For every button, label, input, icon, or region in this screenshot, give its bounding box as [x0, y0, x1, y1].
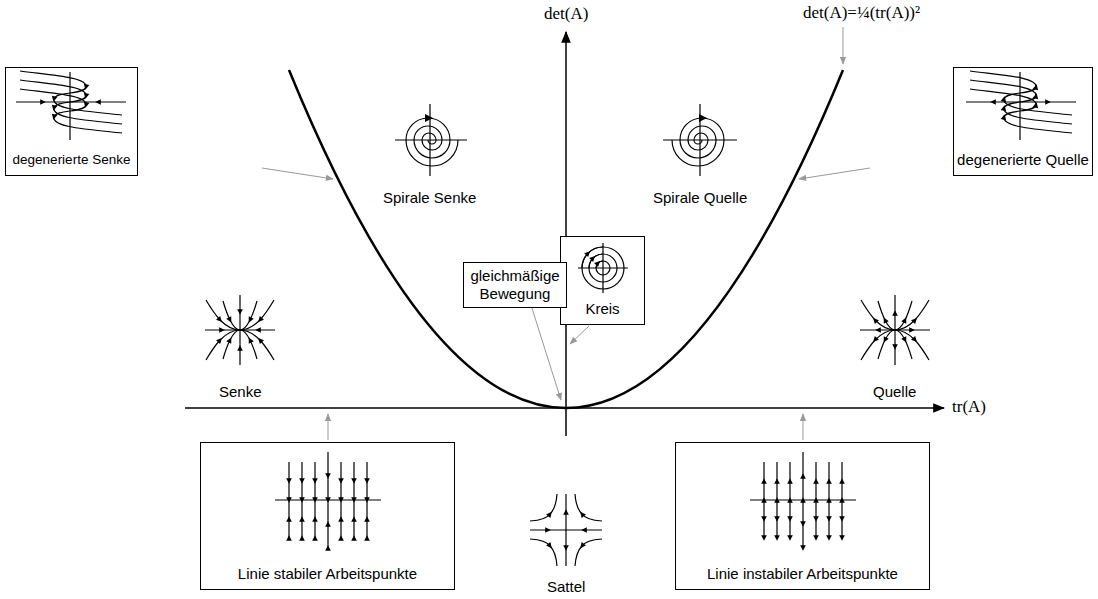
saddle-icon: [530, 494, 602, 566]
degenerate-source-icon: [966, 71, 1076, 140]
stable-line-icon: [275, 452, 381, 548]
phase-box: gleichmäßige Bewegung: [463, 262, 567, 308]
source-node-icon: [860, 295, 930, 365]
phase-box: degenerierte Senke: [5, 67, 138, 176]
box-label: degenerierte Senke: [13, 151, 131, 169]
center-icon: [578, 243, 628, 293]
sink-node-icon: [205, 295, 275, 365]
axis-or-region-label: Senke: [217, 382, 264, 402]
parabola-curve: [289, 70, 843, 408]
axis-or-region-label: Sattel: [545, 577, 587, 597]
unstable-line-icon: [750, 452, 856, 548]
spiral-sink-icon: [395, 104, 467, 176]
axis-or-region-label: det(A)=¼(tr(A))²: [801, 3, 922, 23]
axis-or-region-label: Quelle: [871, 382, 918, 402]
box-ground: [560, 236, 645, 325]
phase-box: degenerierte Quelle: [953, 67, 1093, 176]
axis-or-region-label: tr(A): [950, 397, 988, 417]
phase-box: Kreis: [560, 236, 645, 325]
box-label: Kreis: [585, 300, 619, 318]
axis-or-region-label: Spirale Quelle: [651, 188, 749, 208]
box-label: Linie instabiler Arbeitspunkte: [707, 565, 898, 583]
axis-or-region-label: Spirale Senke: [381, 188, 478, 208]
degenerate-sink-icon: [16, 71, 126, 140]
phase-box: Linie instabiler Arbeitspunkte: [675, 442, 930, 590]
spiral-source-icon: [663, 104, 737, 176]
leader-lines: [262, 27, 870, 440]
box-label: gleichmäßige Bewegung: [469, 267, 561, 303]
box-label: Linie stabiler Arbeitspunkte: [238, 565, 417, 583]
phase-box: Linie stabiler Arbeitspunkte: [200, 442, 455, 590]
axis-or-region-label: det(A): [542, 4, 590, 24]
det-axis: [565, 32, 567, 436]
box-label: degenerierte Quelle: [957, 151, 1089, 169]
